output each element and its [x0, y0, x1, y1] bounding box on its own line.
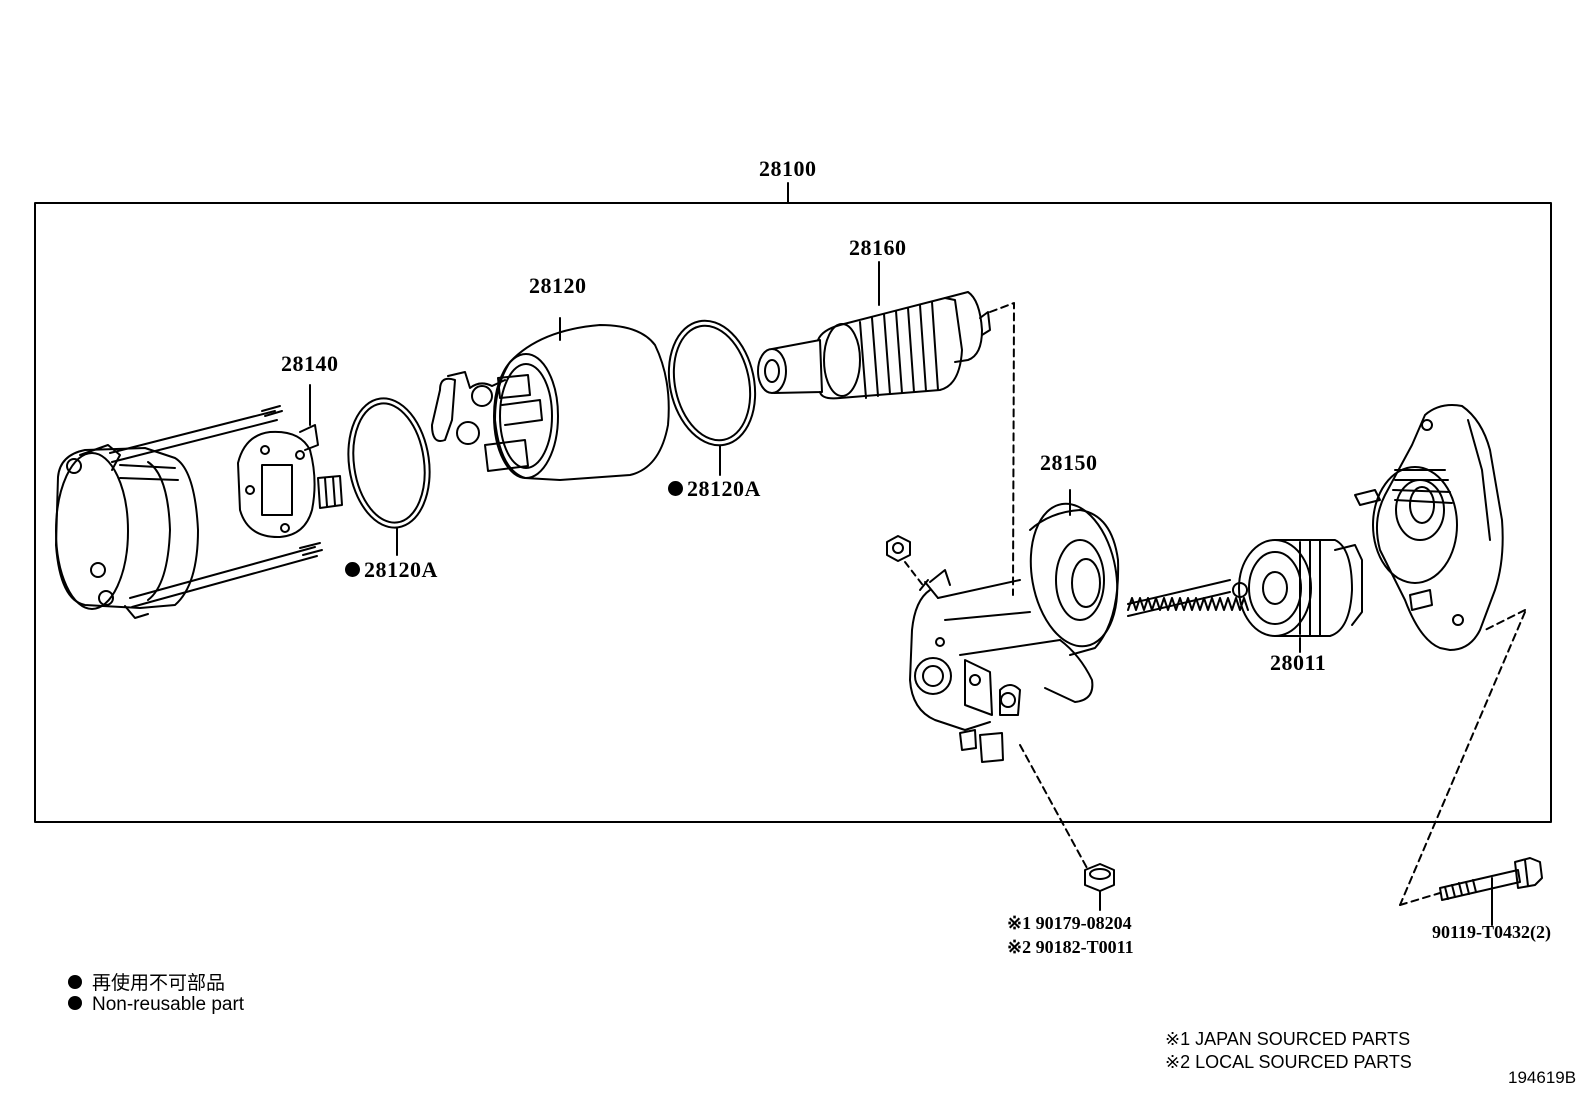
label-drive-housing: 28150 [1040, 450, 1098, 475]
nose-housing-dash [1484, 609, 1526, 631]
o-ring-right [667, 319, 757, 447]
legend-jp-text: 再使用不可部品 [92, 973, 226, 994]
return-spring [1127, 579, 1249, 617]
label-assembly: 28100 [759, 156, 817, 181]
label-o-ring-left: 28120A [345, 557, 438, 583]
nut-ref-line2: ※2 90182-T0011 [1007, 937, 1134, 957]
pinion-clutch [1238, 539, 1363, 637]
bolt-dash-low [1399, 892, 1441, 906]
yoke [431, 324, 670, 481]
nose-housing [1354, 404, 1504, 651]
bolt-ref: 90119-T0432(2) [1432, 922, 1551, 942]
legend-dot [68, 995, 82, 1010]
note-japan-sourced: ※1 JAPAN SOURCED PARTS [1165, 1029, 1411, 1049]
small-nut-upper-dash [904, 561, 926, 589]
legend-jp: 再使用不可部品 [68, 968, 225, 995]
bolt-dash [1399, 611, 1526, 906]
non-reusable-dot [345, 562, 360, 578]
lower-nut-dash [1019, 744, 1088, 869]
figure-id: 194619B [1508, 1068, 1577, 1087]
nut-ref-line1: ※1 90179-08204 [1007, 913, 1132, 933]
label-armature: 28160 [849, 235, 907, 260]
brush-holder [237, 424, 343, 539]
assembly-frame [34, 202, 1552, 823]
lower-nut [1084, 863, 1115, 892]
rear-housing [55, 405, 323, 619]
o-ring-right-number: 28120A [687, 476, 761, 501]
legend-en: Non-reusable part [68, 994, 244, 1016]
small-nut-upper [886, 535, 911, 562]
legend-dot [68, 974, 82, 989]
o-ring-left [347, 397, 431, 529]
armature [757, 291, 991, 400]
label-o-ring-right: 28120A [668, 476, 761, 502]
legend-en-text: Non-reusable part [92, 994, 245, 1015]
mounting-bolt [1439, 857, 1543, 901]
armature-alignment-line [989, 302, 1015, 596]
note-local-sourced: ※2 LOCAL SOURCED PARTS [1165, 1052, 1412, 1072]
label-pinion-clutch: 28011 [1270, 650, 1327, 675]
drive-housing [909, 502, 1120, 763]
label-rear-housing: 28140 [281, 351, 339, 376]
label-yoke: 28120 [529, 273, 587, 298]
non-reusable-dot [668, 481, 683, 497]
o-ring-left-number: 28120A [364, 557, 438, 582]
